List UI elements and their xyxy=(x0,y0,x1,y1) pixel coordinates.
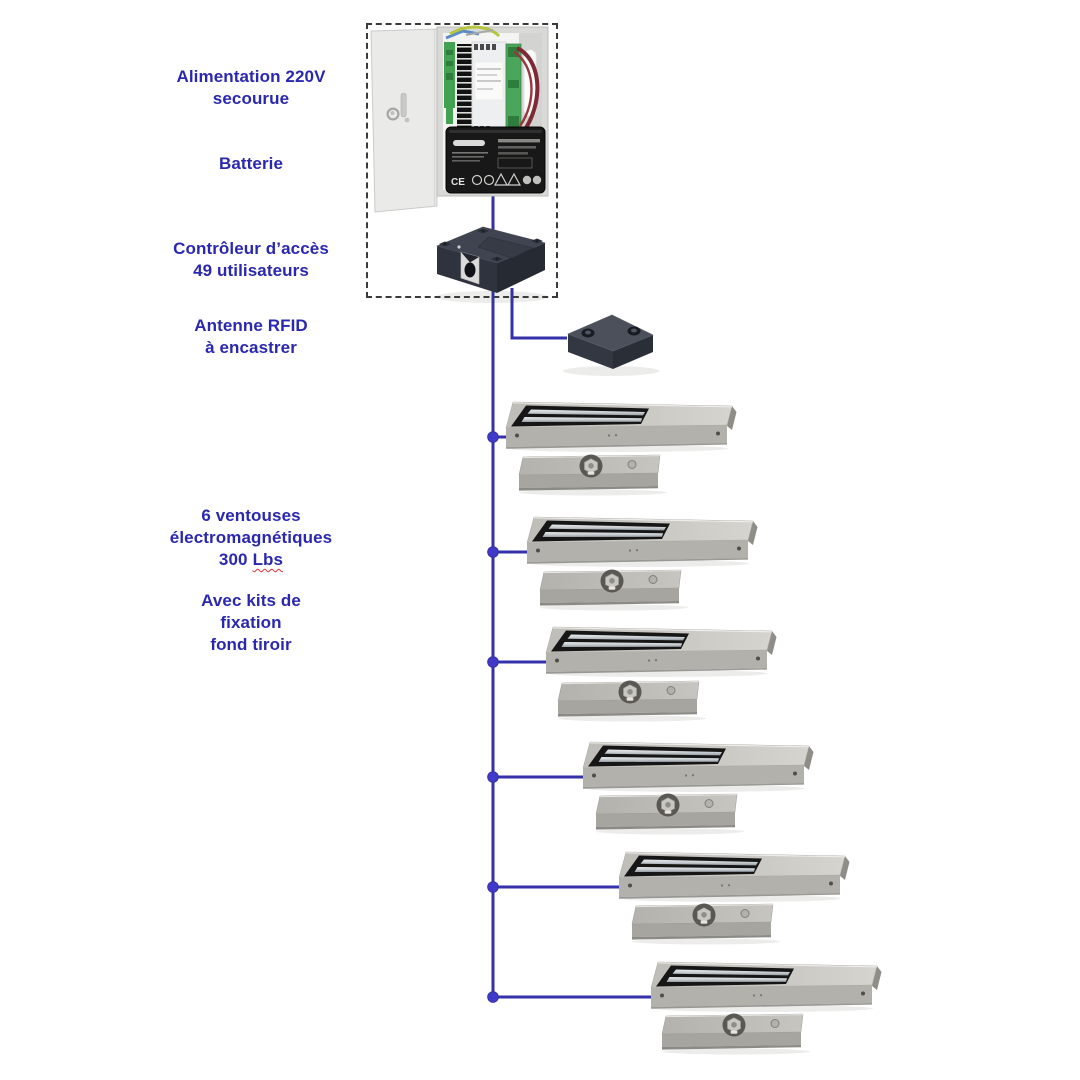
armature-plate-4 xyxy=(595,793,745,835)
door-handle xyxy=(400,92,407,118)
battery-wire-red xyxy=(516,46,540,130)
junction-dot-3 xyxy=(487,656,499,668)
junction-dot-2 xyxy=(487,546,499,558)
spellcheck-underlined-word: Lbs xyxy=(252,550,284,569)
psu-module xyxy=(471,41,507,135)
label-line: secourue xyxy=(212,89,290,108)
label-line: fond tiroir xyxy=(210,635,292,654)
label-line: Antenne RFID xyxy=(194,316,308,335)
antenna-wire xyxy=(510,288,567,340)
wiring-lines xyxy=(487,193,660,1003)
access-controller xyxy=(436,226,548,303)
armature-plate-1 xyxy=(518,454,668,496)
junction-dot-1 xyxy=(487,431,499,443)
label-battery: Batterie xyxy=(141,153,361,175)
enclosure-door xyxy=(370,28,438,213)
maglock-2 xyxy=(526,516,759,568)
armature-plate-6 xyxy=(661,1013,811,1055)
label-controller: Contrôleur d’accès 49 utilisateurs xyxy=(141,238,361,282)
maglock-6 xyxy=(650,961,883,1013)
armature-plate-2 xyxy=(539,569,689,611)
label-line: fixation xyxy=(220,613,282,632)
rfid-antenna xyxy=(563,314,659,376)
label-line: Alimentation 220V xyxy=(176,67,326,86)
label-power-supply: Alimentation 220V secourue xyxy=(141,66,361,110)
ce-mark-icon: CE xyxy=(451,177,465,188)
junction-dot-4 xyxy=(487,771,499,783)
label-line: électromagnétiques xyxy=(169,528,333,547)
maglock-5 xyxy=(618,851,851,903)
label-line: 49 utilisateurs xyxy=(193,261,309,280)
cable-gland-plate xyxy=(460,251,480,285)
junction-dot-5 xyxy=(487,881,499,893)
recycle-icon xyxy=(471,174,483,186)
maglock-1 xyxy=(505,401,738,453)
label-line: Contrôleur d’accès xyxy=(173,239,329,258)
armature-plate-5 xyxy=(631,903,781,945)
label-line: à encastrer xyxy=(205,338,297,357)
maglocks-layer xyxy=(505,401,883,1055)
control-unit-boundary xyxy=(366,23,558,298)
maglock-4 xyxy=(582,741,815,793)
label-mounting-kit: Avec kits de fixation fond tiroir xyxy=(141,590,361,656)
warning-triangle-icon xyxy=(493,172,509,186)
label-line: Batterie xyxy=(218,154,284,173)
backup-battery: CE xyxy=(445,126,546,194)
earth-wire-yellow-green xyxy=(449,25,501,38)
control-pcb xyxy=(505,43,522,135)
psu-heatsink xyxy=(457,44,472,132)
label-line: 6 ventouses xyxy=(201,506,301,525)
terminal-pcb xyxy=(444,42,455,124)
power-supply-enclosure: CE xyxy=(370,25,549,213)
label-antenna: Antenne RFID à encastrer xyxy=(141,315,361,359)
armature-plate-3 xyxy=(557,680,707,722)
label-line: Avec kits de xyxy=(201,591,301,610)
battery-brand-mark xyxy=(453,140,485,146)
door-lock-icon xyxy=(386,107,400,121)
junction-dot-6 xyxy=(487,991,499,1003)
maglock-3 xyxy=(545,626,778,678)
